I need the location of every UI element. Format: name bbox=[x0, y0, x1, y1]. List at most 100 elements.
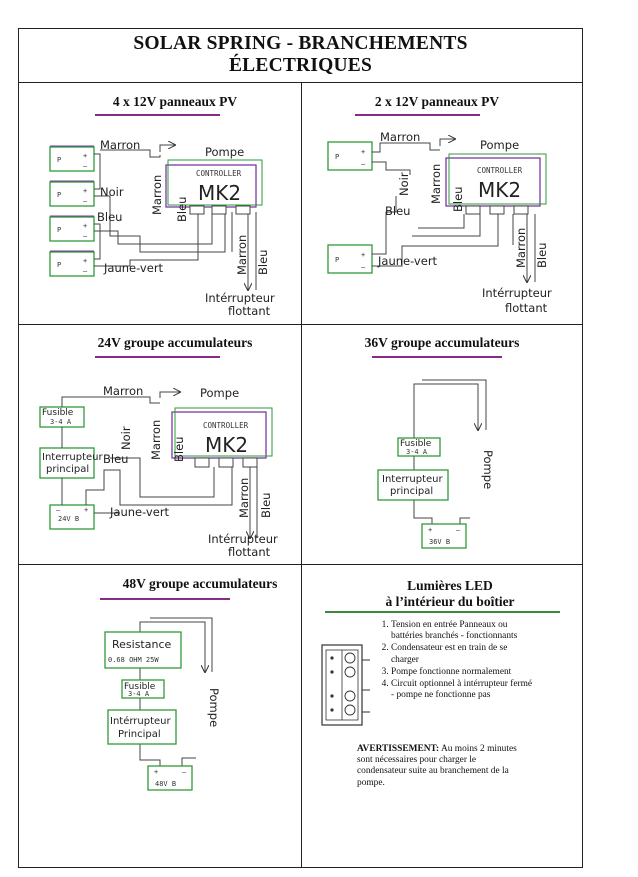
battery-label: 48V B bbox=[155, 780, 176, 788]
main-switch-label: Principal bbox=[118, 729, 161, 740]
fuse-label: Fusible bbox=[400, 439, 432, 449]
model-label: MK2 bbox=[198, 181, 241, 205]
wire-label: Bleu bbox=[256, 250, 270, 275]
diagram-24v: CONTROLLER MK2 Marron Pompe Noir Bleu Ja… bbox=[39, 384, 278, 559]
battery-label: 24V B bbox=[58, 515, 79, 523]
model-label: MK2 bbox=[205, 433, 248, 457]
resistance-label: Resistance bbox=[112, 638, 172, 651]
wire-label: Marron bbox=[514, 228, 528, 268]
resistance-box bbox=[104, 631, 182, 669]
wire-label: Marron bbox=[237, 478, 251, 518]
panel-title-24v: 24V groupe accumulateurs bbox=[97, 335, 253, 350]
warning-text: Au moins 2 minutes sont nécessaires pour… bbox=[357, 744, 517, 788]
svg-text:–: – bbox=[83, 232, 88, 240]
main-switch-label: Interrupteur bbox=[42, 452, 104, 463]
svg-text:–: – bbox=[182, 768, 187, 776]
title-underline bbox=[95, 114, 220, 116]
led-board-illustration bbox=[321, 644, 370, 726]
fuse-value: 3-4 A bbox=[406, 448, 428, 456]
wire-label: Bleu bbox=[97, 210, 122, 224]
legend-item: Circuit optionnel à intérrupteur fermé -… bbox=[391, 679, 535, 701]
svg-text:+: + bbox=[361, 251, 365, 259]
pump-label: Pompe bbox=[481, 450, 495, 489]
legend-item: Tension en entrée Panneaux ou battéries … bbox=[391, 620, 535, 642]
diagram-36v: Fusible Interrupteur principal Pompe 3-4… bbox=[377, 379, 495, 549]
wire-label: Bleu bbox=[175, 197, 189, 222]
main-switch-label: principal bbox=[390, 486, 433, 497]
title-underline bbox=[355, 114, 480, 116]
wire-label: Jaune-vert bbox=[377, 254, 438, 268]
pv-label: P bbox=[57, 226, 61, 234]
wire-label: Marron bbox=[103, 384, 143, 398]
svg-text:+: + bbox=[84, 506, 88, 514]
pump-label: Pompe bbox=[207, 688, 221, 727]
wire-label: Noir bbox=[119, 426, 133, 450]
diagram-4x12v: P P P P +– +– +– +– CONTROLLER bbox=[49, 138, 275, 318]
main-switch-label: Interrupteur bbox=[382, 474, 444, 485]
switch-label: Intérrupteur bbox=[482, 286, 552, 300]
controller-box bbox=[445, 157, 541, 207]
switch-label: Intérrupteur bbox=[208, 532, 278, 546]
svg-text:–: – bbox=[83, 162, 88, 170]
battery-box bbox=[421, 523, 467, 549]
svg-text:–: – bbox=[56, 506, 61, 514]
divider-h1 bbox=[18, 82, 583, 83]
main-switch-label: Intérrupteur bbox=[110, 715, 172, 727]
page-title: SOLAR SPRING - BRANCHEMENTS ÉLECTRIQUES bbox=[133, 33, 468, 76]
main-switch-box bbox=[377, 469, 449, 501]
wire-label: Bleu bbox=[385, 204, 410, 218]
wire-label: Pompe bbox=[480, 138, 519, 152]
battery-box bbox=[49, 504, 95, 530]
pv-panel-box bbox=[49, 146, 95, 277]
wire-label: Marron bbox=[380, 130, 420, 144]
svg-text:–: – bbox=[361, 160, 366, 168]
switch-label: flottant bbox=[228, 304, 271, 318]
panel-title-4x12v: 4 x 12V panneaux PV bbox=[112, 94, 238, 109]
wire-label: Jaune-vert bbox=[109, 505, 170, 519]
svg-text:+: + bbox=[83, 222, 87, 230]
divider-v bbox=[301, 82, 302, 868]
resistance-value: 0.68 OHM 25W bbox=[108, 656, 159, 664]
main-switch-box bbox=[107, 709, 177, 745]
svg-text:+: + bbox=[428, 526, 432, 534]
controller-label: CONTROLLER bbox=[477, 166, 523, 175]
diagram-2x12v: P P +– +– CONTROLLER MK2 Marron Pompe N bbox=[327, 130, 552, 315]
pv-label: P bbox=[57, 156, 61, 164]
wire-label: Bleu bbox=[451, 187, 465, 212]
main-switch-label: principal bbox=[46, 464, 89, 475]
wire-label: Marron bbox=[149, 420, 163, 460]
panel-title-2x12v: 2 x 12V panneaux PV bbox=[374, 94, 500, 109]
page-frame bbox=[18, 28, 583, 868]
panel-title-36v: 36V groupe accumulateurs bbox=[364, 335, 520, 350]
main-switch-box bbox=[39, 447, 95, 479]
divider-h3 bbox=[18, 564, 583, 565]
battery-box bbox=[147, 765, 193, 791]
svg-text:+: + bbox=[83, 257, 87, 265]
wire-label: Marron bbox=[429, 164, 443, 204]
svg-text:–: – bbox=[83, 197, 88, 205]
switch-label: Intérrupteur bbox=[205, 291, 275, 305]
warning-note: AVERTISSEMENT: Au moins 2 minutes sont n… bbox=[357, 744, 527, 789]
wire-label: Pompe bbox=[205, 145, 244, 159]
svg-text:+: + bbox=[83, 152, 87, 160]
fuse-box bbox=[397, 437, 441, 457]
legend-item: Condensateur est en train de se charger bbox=[391, 643, 535, 665]
title-underline bbox=[372, 356, 502, 358]
wire-label: Noir bbox=[397, 172, 411, 196]
switch-label: flottant bbox=[228, 545, 271, 559]
pv-label: P bbox=[335, 153, 339, 161]
wire-label: Bleu bbox=[172, 437, 186, 462]
svg-text:–: – bbox=[361, 263, 366, 271]
wire-label: Jaune-vert bbox=[103, 261, 164, 275]
pv-label: P bbox=[57, 261, 61, 269]
controller-label: CONTROLLER bbox=[196, 169, 242, 178]
fuse-value: 3-4 A bbox=[50, 418, 72, 426]
wire-label: Marron bbox=[150, 175, 164, 215]
wire-label: Marron bbox=[235, 235, 249, 275]
svg-text:+: + bbox=[83, 187, 87, 195]
wire-label: Bleu bbox=[535, 243, 549, 268]
fuse-label: Fusible bbox=[124, 682, 156, 692]
fuse-value: 3-4 A bbox=[128, 690, 150, 698]
panel-title-led: Lumières LED à l’intérieur du boîtier bbox=[385, 578, 515, 609]
svg-text:+: + bbox=[361, 148, 365, 156]
